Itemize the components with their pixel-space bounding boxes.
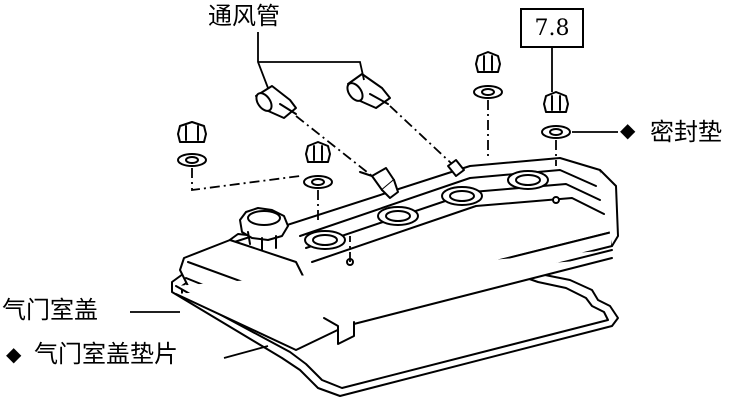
bolt-left [177, 121, 207, 167]
valve-cover-label: 气门室盖 [2, 296, 98, 324]
leader-lines [130, 32, 618, 359]
assembly-guides [191, 100, 557, 262]
torque-spec-value: 7.8 [534, 15, 570, 41]
oil-filler-cap-shape [239, 207, 289, 251]
cover-bosses [304, 170, 560, 266]
seal-washer-label: 密封垫 [650, 118, 722, 146]
bolt-right-2 [541, 91, 571, 139]
vent-tubes-label: 通风管 [208, 2, 280, 30]
bolt-mid [303, 141, 333, 189]
torque-spec-box: 7.8 [520, 8, 584, 48]
vent-tube-left [255, 85, 297, 119]
pcv-fitting-shape [359, 167, 399, 199]
bolt-right-1 [473, 51, 503, 99]
valve-cover-gasket-label: 气门室盖垫片 [34, 340, 178, 368]
vent-tube-right [346, 73, 391, 109]
seal-washer-bullet-icon: ◆ [620, 118, 636, 142]
gasket-bullet-icon: ◆ [6, 342, 22, 366]
